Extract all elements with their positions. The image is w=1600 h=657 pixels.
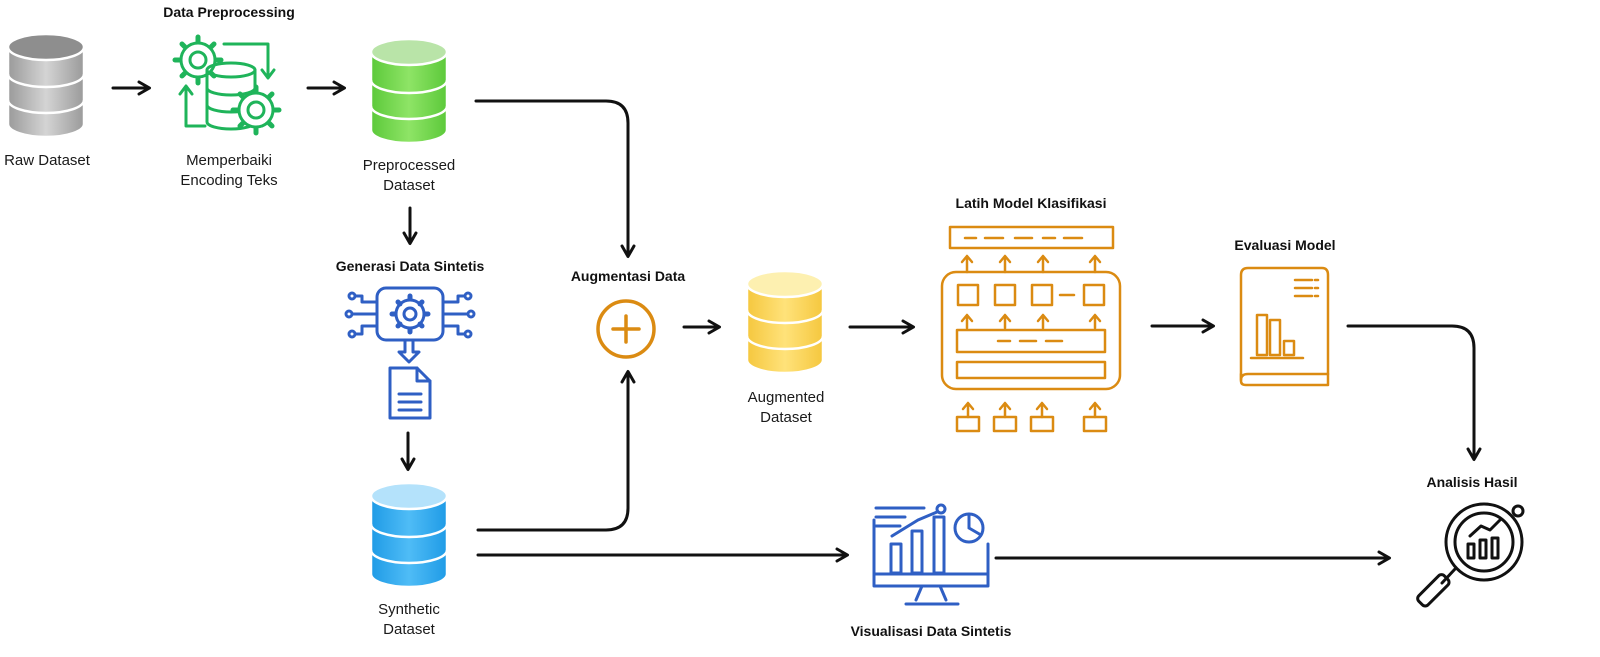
- magnifier-chart-icon: [1416, 502, 1525, 608]
- preprocessing-caption-line1: Memperbaiki: [186, 152, 272, 169]
- evaluation-title: Evaluasi Model: [1234, 237, 1335, 253]
- train-model-node: Latih Model Klasifikasi: [940, 195, 1122, 433]
- connectors: [111, 80, 1482, 566]
- preprocessed-dataset-label-line1: Preprocessed: [363, 157, 456, 174]
- plus-circle-icon: [596, 299, 656, 359]
- evaluation-node: Evaluasi Model: [1234, 237, 1336, 387]
- arrow-preprocessed-to-augmentation: [474, 99, 636, 258]
- synthetic-visualization-title: Visualisasi Data Sintetis: [851, 623, 1012, 639]
- preprocessing-node: Data Preprocessing: [163, 4, 295, 189]
- preprocessed-dataset-label-line2: Dataset: [383, 177, 436, 194]
- arrow-synthetic-to-augmentation: [476, 370, 636, 532]
- synthetic-generation-title: Generasi Data Sintetis: [336, 258, 485, 274]
- arrow-evaluation-to-analysis: [1346, 324, 1482, 461]
- preprocessing-caption-line2: Encoding Teks: [180, 172, 277, 189]
- train-model-title: Latih Model Klasifikasi: [956, 195, 1107, 211]
- synthetic-visualization-node: Visualisasi Data Sintetis: [851, 503, 1012, 639]
- database-icon: [6, 32, 86, 139]
- augmentation-node: Augmentasi Data: [571, 268, 686, 359]
- preprocessing-title: Data Preprocessing: [163, 4, 295, 20]
- augmentation-title: Augmentasi Data: [571, 268, 686, 284]
- synthetic-dataset-label-line1: Synthetic: [378, 601, 440, 618]
- raw-dataset-label: Raw Dataset: [4, 152, 91, 169]
- augmented-dataset-node: Augmented Dataset: [745, 269, 825, 426]
- synthetic-generation-node: Generasi Data Sintetis: [336, 258, 485, 420]
- synthetic-dataset-label-line2: Dataset: [383, 621, 436, 638]
- preprocessed-dataset-node: Preprocessed Dataset: [363, 37, 456, 194]
- database-icon: [369, 37, 449, 145]
- database-icon: [745, 269, 825, 375]
- synthetic-dataset-node: Synthetic Dataset: [369, 481, 449, 638]
- gear-circuit-document-icon: [344, 286, 476, 420]
- analysis-title: Analisis Hasil: [1426, 474, 1517, 490]
- augmented-dataset-label-line1: Augmented: [748, 389, 825, 406]
- analysis-node: Analisis Hasil: [1416, 474, 1525, 608]
- database-icon: [369, 481, 449, 589]
- report-chart-icon: [1239, 266, 1330, 387]
- gears-database-icon: [172, 34, 282, 136]
- augmented-dataset-label-line2: Dataset: [760, 409, 813, 426]
- neural-network-icon: [940, 225, 1122, 433]
- monitor-chart-icon: [872, 503, 990, 606]
- raw-dataset-node: Raw Dataset: [4, 32, 91, 169]
